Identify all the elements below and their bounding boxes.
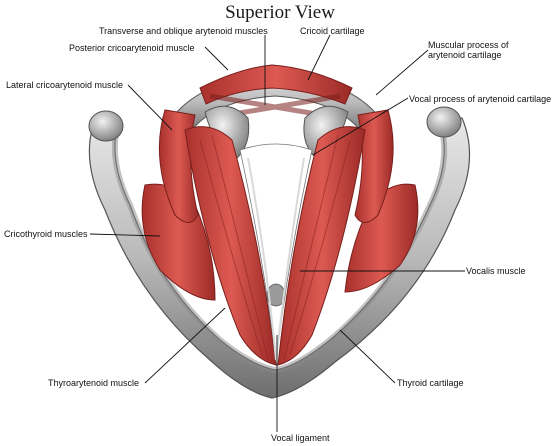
right-superior-horn — [426, 106, 462, 138]
label-transverse-oblique-arytenoid: Transverse and oblique arytenoid muscles — [99, 26, 268, 36]
leader-lines — [89, 34, 465, 432]
transverse-arytenoid-muscle — [199, 64, 353, 105]
subglottic-cartilage-view — [266, 283, 286, 307]
left-thyroarytenoid-muscle — [184, 126, 277, 366]
label-cricothyroid-muscles: Cricothyroid muscles — [4, 229, 88, 239]
right-posterior-cricoarytenoid — [354, 109, 394, 223]
label-muscular-process: Muscular process of arytenoid cartilage — [428, 40, 509, 60]
vocal-ligaments — [247, 157, 305, 361]
label-posterior-cricoarytenoid: Posterior cricoarytenoid muscle — [69, 43, 195, 53]
figure-title: Superior View — [225, 2, 335, 23]
muscle-fiber-lines — [199, 134, 351, 361]
label-lateral-cricoarytenoid: Lateral cricoarytenoid muscle — [6, 80, 124, 90]
label-thyroid-cartilage: Thyroid cartilage — [397, 378, 464, 388]
label-vocal-process: Vocal process of arytenoid cartilage — [409, 94, 552, 104]
label-vocal-ligament: Vocal ligament — [271, 433, 330, 443]
label-vocalis-muscle: Vocalis muscle — [466, 266, 526, 276]
thyroid-cartilage-shape — [88, 117, 471, 399]
left-superior-horn — [88, 110, 124, 142]
label-thyroarytenoid-muscle: Thyroarytenoid muscle — [48, 378, 140, 388]
label-cricoid-cartilage: Cricoid cartilage — [300, 26, 365, 36]
